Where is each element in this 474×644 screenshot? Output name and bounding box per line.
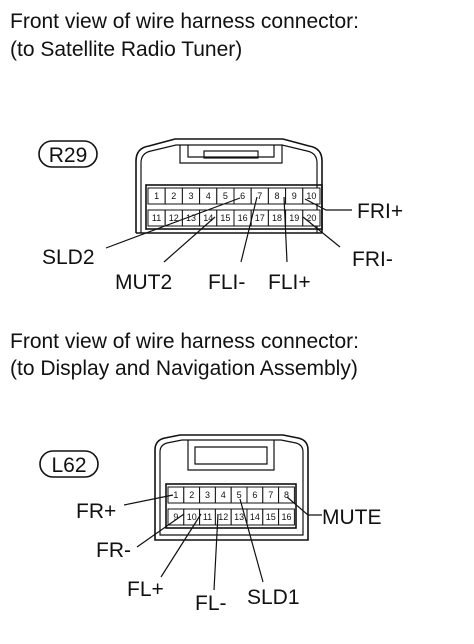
pin-number: 18 xyxy=(272,213,282,223)
heading-r29-line2: (to Satellite Radio Tuner) xyxy=(10,38,242,61)
pin-number: 9 xyxy=(173,512,178,522)
pin-number: 4 xyxy=(221,490,226,500)
pin-number: 9 xyxy=(292,191,297,201)
label-sld1: SLD1 xyxy=(247,586,300,609)
pin-number: 2 xyxy=(171,191,176,201)
label-mute: MUTE xyxy=(322,506,382,529)
pin-number: 6 xyxy=(252,490,257,500)
pin-block-r29 xyxy=(145,184,323,230)
pin-number: 7 xyxy=(257,191,262,201)
leader-lines-r29 xyxy=(105,196,352,263)
connector-housing-l62 xyxy=(154,434,309,541)
connector-code-r29: R29 xyxy=(49,144,88,167)
connector-code-badge-l62: L62 xyxy=(39,450,99,478)
pin-number: 11 xyxy=(152,213,161,223)
pin-number: 12 xyxy=(169,213,179,223)
pin-number: 2 xyxy=(189,490,194,500)
label-mut2: MUT2 xyxy=(115,271,172,294)
heading-r29-line1: Front view of wire harness connector: xyxy=(10,10,359,33)
pin-number: 1 xyxy=(173,490,178,500)
pin-block-l62 xyxy=(165,483,297,529)
pin-number: 16 xyxy=(238,213,248,223)
label-fr-minus: FR- xyxy=(96,539,131,562)
label-fl-plus: FL+ xyxy=(127,578,164,601)
pin-number: 4 xyxy=(206,191,211,201)
label-fli-minus: FLI- xyxy=(208,271,245,294)
pin-number: 6 xyxy=(240,191,245,201)
pin-number: 15 xyxy=(266,512,276,522)
pin-number: 8 xyxy=(274,191,279,201)
pin-number: 19 xyxy=(289,213,299,223)
label-fr-plus: FR+ xyxy=(76,500,116,523)
pin-number: 15 xyxy=(220,213,230,223)
label-fri-plus: FRI+ xyxy=(357,200,403,223)
pin-number: 11 xyxy=(203,512,212,522)
pin-number: 10 xyxy=(187,512,197,522)
pin-number: 10 xyxy=(306,191,316,201)
heading-l62-line1: Front view of wire harness connector: xyxy=(10,330,359,353)
pin-number: 3 xyxy=(205,490,210,500)
pin-number: 20 xyxy=(306,213,316,223)
pin-number: 12 xyxy=(218,512,228,522)
connector-code-l62: L62 xyxy=(51,454,86,477)
pin-cell xyxy=(278,508,295,526)
pin-cell xyxy=(302,209,321,227)
pin-number: 3 xyxy=(188,191,193,201)
leader-lines-l62 xyxy=(123,494,322,591)
heading-l62-line2: (to Display and Navigation Assembly) xyxy=(10,357,358,380)
label-fl-minus: FL- xyxy=(195,592,227,615)
label-fli-plus: FLI+ xyxy=(268,271,311,294)
pin-number: 16 xyxy=(281,512,291,522)
pin-number: 13 xyxy=(186,213,196,223)
pin-number: 14 xyxy=(250,512,260,522)
connector-housing-r29 xyxy=(135,138,323,234)
pin-cell xyxy=(278,486,295,504)
pin-number: 5 xyxy=(223,191,228,201)
label-fri-minus: FRI- xyxy=(352,248,393,271)
label-sld2: SLD2 xyxy=(42,246,95,269)
pin-number: 17 xyxy=(255,213,265,223)
pin-number: 5 xyxy=(237,490,242,500)
pin-number: 7 xyxy=(268,490,273,500)
pin-number: 14 xyxy=(203,213,213,223)
pin-number: 13 xyxy=(234,512,244,522)
connector-code-badge-r29: R29 xyxy=(38,140,98,168)
pin-number: 8 xyxy=(284,490,289,500)
pin-number: 1 xyxy=(154,191,159,201)
